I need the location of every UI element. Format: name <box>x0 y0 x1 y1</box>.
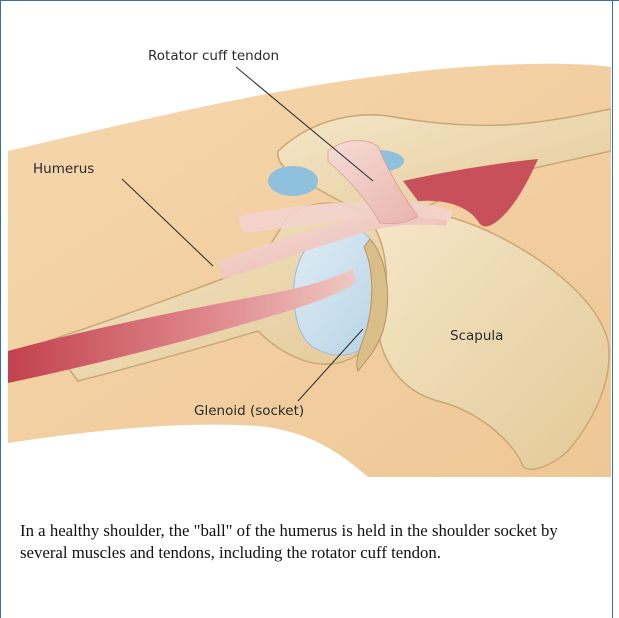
humerus-label: Humerus <box>33 161 94 177</box>
bursa-lower <box>268 166 318 196</box>
frame-border-top <box>0 0 619 1</box>
figure-caption: In a healthy shoulder, the "ball" of the… <box>20 520 598 564</box>
shoulder-anatomy-illustration: Rotator cuff tendon Humerus Scapula Glen… <box>8 11 611 477</box>
scapula-label: Scapula <box>450 328 503 344</box>
frame-border-left <box>0 0 1 618</box>
rotator-cuff-label: Rotator cuff tendon <box>148 48 279 64</box>
frame-border-right <box>612 0 613 618</box>
glenoid-label: Glenoid (socket) <box>194 403 304 419</box>
